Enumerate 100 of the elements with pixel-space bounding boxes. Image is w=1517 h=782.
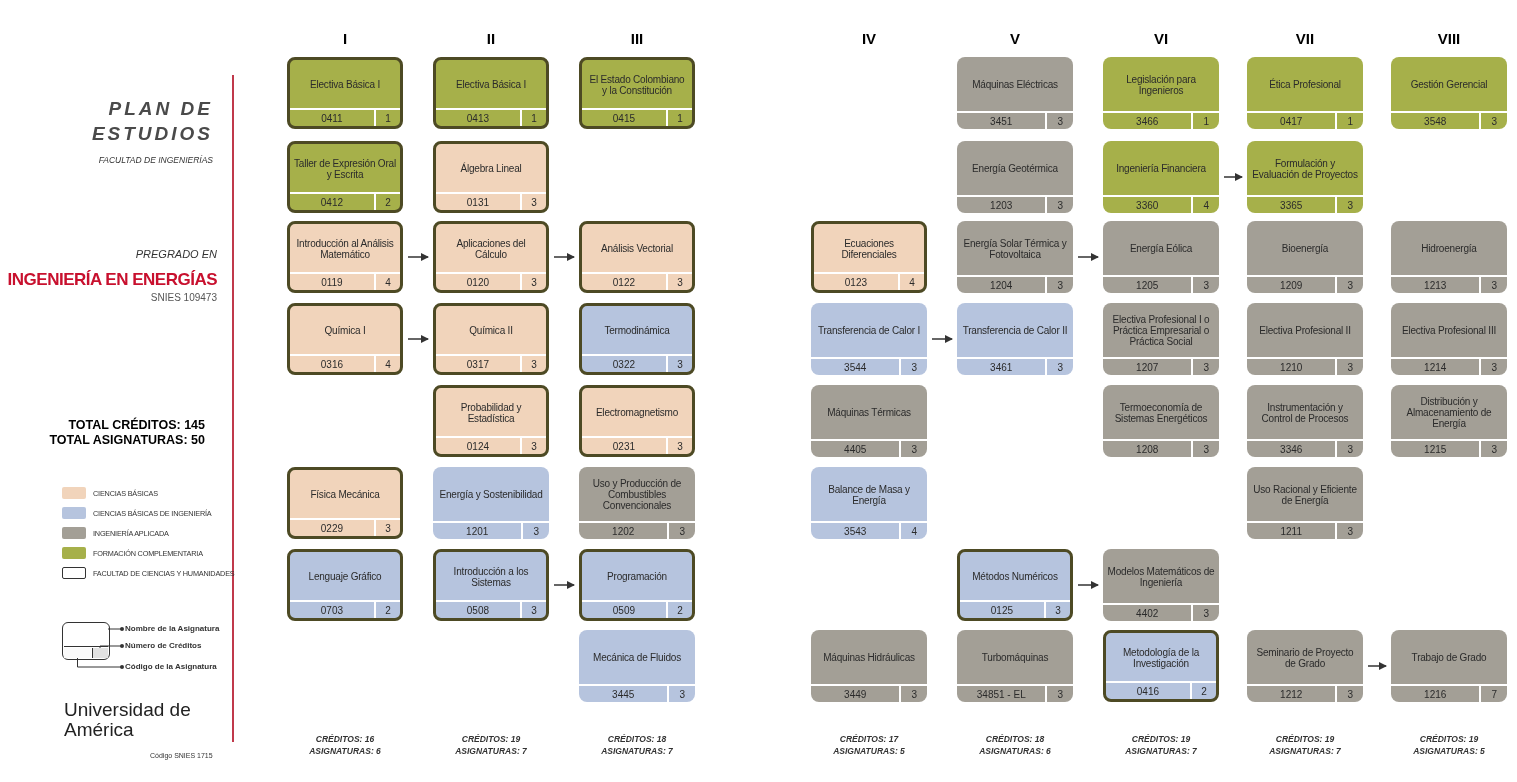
leader-line	[77, 657, 124, 669]
course-code: 1205	[1103, 277, 1194, 293]
course-box	[579, 467, 695, 539]
course-name: Bioenergía	[1280, 243, 1330, 254]
course-name: Mecánica de Fluidos	[592, 652, 682, 663]
course-box	[1247, 303, 1363, 375]
course-name: Metodología de la Investigación	[1121, 646, 1201, 669]
course-code: 3548	[1391, 113, 1482, 129]
course-code: 1210	[1247, 359, 1338, 375]
total-subjects: TOTAL ASIGNATURAS: 50	[48, 433, 205, 447]
leader-line	[107, 627, 124, 631]
course-name: Energía Eólica	[1128, 243, 1194, 254]
arrow	[553, 253, 575, 261]
arrow	[1077, 253, 1099, 261]
course-code: 3449	[811, 686, 902, 702]
credits-total: CRÉDITOS: 19	[1274, 734, 1336, 744]
key-label: Código de la Asignatura	[125, 662, 217, 671]
course-box	[579, 303, 695, 375]
university-name: Universidad de América	[64, 700, 192, 740]
course-box	[811, 630, 927, 702]
course-code: 1202	[579, 523, 670, 539]
course-code: 0509	[582, 602, 668, 618]
registration-code: SNIES 109473	[149, 292, 217, 303]
course-code: 3365	[1247, 197, 1338, 213]
course-name: Uso Racional y Eficiente de Energía	[1252, 483, 1358, 506]
column-heading: VI	[1152, 30, 1170, 47]
credit-count: 2	[1200, 684, 1208, 699]
course-name: Lenguaje Gráfico	[307, 571, 383, 582]
program-name: INGENIERÍA EN ENERGÍAS	[6, 270, 217, 290]
course-code: 1201	[433, 523, 524, 539]
column-heading: II	[485, 30, 497, 47]
course-code: 0131	[436, 194, 522, 210]
course-code: 0122	[582, 274, 668, 290]
course-box	[287, 57, 403, 129]
credit-count: 4	[384, 357, 392, 372]
subjects-total: ASIGNATURAS: 7	[454, 746, 528, 756]
course-name: Uso y Producción de Combustibles Convencionales	[591, 478, 683, 511]
title: PLAN DE ESTUDIOS	[90, 97, 213, 146]
course-box	[433, 57, 549, 129]
course-box	[433, 221, 549, 293]
course-code: 3543	[811, 523, 902, 539]
credit-count: 3	[910, 687, 918, 702]
arrow	[407, 335, 429, 343]
course-code: 3544	[811, 359, 902, 375]
course-code: 3445	[579, 686, 670, 702]
course-name: Modelos Matemáticos de Ingeniería	[1106, 565, 1216, 588]
credit-count: 3	[530, 275, 538, 290]
credits-total: CRÉDITOS: 16	[314, 734, 376, 744]
course-code: 0124	[436, 438, 522, 454]
credit-count: 3	[1346, 442, 1354, 457]
course-name: Álgebra Lineal	[459, 163, 523, 174]
credit-count: 7	[1490, 687, 1498, 702]
course-box	[1103, 303, 1219, 375]
credits-total: CRÉDITOS: 18	[984, 734, 1046, 744]
course-code: 0317	[436, 356, 522, 372]
program-label: PREGRADO EN	[134, 248, 217, 260]
course-name: Termodinámica	[603, 325, 671, 336]
course-code: 34851 - EL	[957, 686, 1048, 702]
course-code: 0125	[960, 602, 1046, 618]
subjects-total: ASIGNATURAS: 6	[308, 746, 382, 756]
arrow	[407, 253, 429, 261]
column-heading: VIII	[1436, 30, 1462, 47]
course-box	[1103, 549, 1219, 621]
course-code: 0417	[1247, 113, 1338, 129]
credit-count: 3	[1056, 278, 1064, 293]
credit-count: 4	[384, 275, 392, 290]
credits-total: CRÉDITOS: 17	[838, 734, 900, 744]
credit-count: 3	[1490, 114, 1498, 129]
credit-count: 4	[908, 275, 916, 290]
key-label: Nombre de la Asignatura	[125, 624, 220, 633]
credit-count: 3	[1490, 360, 1498, 375]
course-box	[1103, 385, 1219, 457]
credit-count: 3	[1490, 442, 1498, 457]
course-box	[433, 303, 549, 375]
course-box	[1247, 221, 1363, 293]
course-box	[287, 549, 403, 621]
course-code: 0123	[814, 274, 900, 290]
subjects-total: ASIGNATURAS: 7	[600, 746, 674, 756]
course-name: Química II	[468, 325, 514, 336]
course-box	[579, 221, 695, 293]
course-name: Introducción a los Sistemas	[452, 565, 530, 588]
course-code: 1213	[1391, 277, 1482, 293]
course-box	[287, 221, 403, 293]
course-box	[287, 141, 403, 213]
course-name: Máquinas Eléctricas	[971, 79, 1059, 90]
course-code: 1207	[1103, 359, 1194, 375]
subjects-total: ASIGNATURAS: 5	[832, 746, 906, 756]
course-box	[579, 385, 695, 457]
course-box	[1391, 385, 1507, 457]
course-box	[1247, 385, 1363, 457]
course-code: 1211	[1247, 523, 1338, 539]
course-code: 0415	[582, 110, 668, 126]
course-box	[957, 141, 1073, 213]
course-box	[287, 303, 403, 375]
course-code: 3360	[1103, 197, 1194, 213]
course-code: 1203	[957, 197, 1048, 213]
course-box	[1247, 467, 1363, 539]
credit-count: 3	[1346, 198, 1354, 213]
credit-count: 3	[678, 524, 686, 539]
credit-count: 2	[676, 603, 684, 618]
